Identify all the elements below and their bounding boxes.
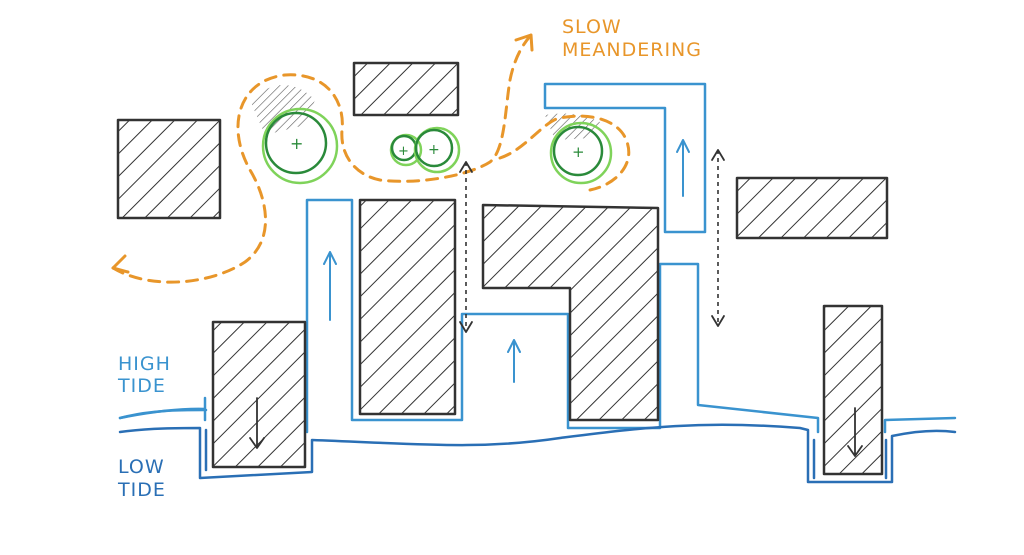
building-right-upper — [735, 176, 889, 240]
flow-arrows — [323, 139, 690, 383]
low-tide-line — [118, 423, 957, 484]
dashed-arrows — [459, 149, 725, 333]
tree-icon — [552, 125, 604, 177]
label-low-tide: TIDE — [117, 479, 166, 501]
high-tide-line — [118, 82, 957, 434]
label-high-tide: TIDE — [117, 375, 166, 397]
svg-text:+: + — [428, 142, 440, 158]
tree-icon — [264, 111, 328, 175]
building-top-center — [352, 61, 460, 117]
buildings — [116, 61, 889, 476]
trees: + + + + — [250, 85, 613, 185]
building-top-left — [116, 118, 222, 220]
tree-icon — [414, 128, 454, 168]
building-l-shape — [481, 203, 660, 422]
tree-icon — [261, 107, 339, 185]
building-bottom-left — [211, 320, 307, 469]
label-high: HIGH — [118, 353, 171, 375]
label-meandering: MEANDERING — [562, 39, 702, 61]
meandering-path — [111, 33, 631, 284]
label-low: LOW — [118, 456, 165, 478]
svg-text:+: + — [398, 144, 409, 159]
svg-text:+: + — [290, 134, 303, 153]
svg-text:+: + — [572, 143, 585, 161]
label-slow: SLOW — [562, 16, 622, 38]
building-bottom-right — [822, 304, 884, 476]
building-center-tall — [358, 198, 457, 416]
tree-icon — [549, 121, 613, 185]
